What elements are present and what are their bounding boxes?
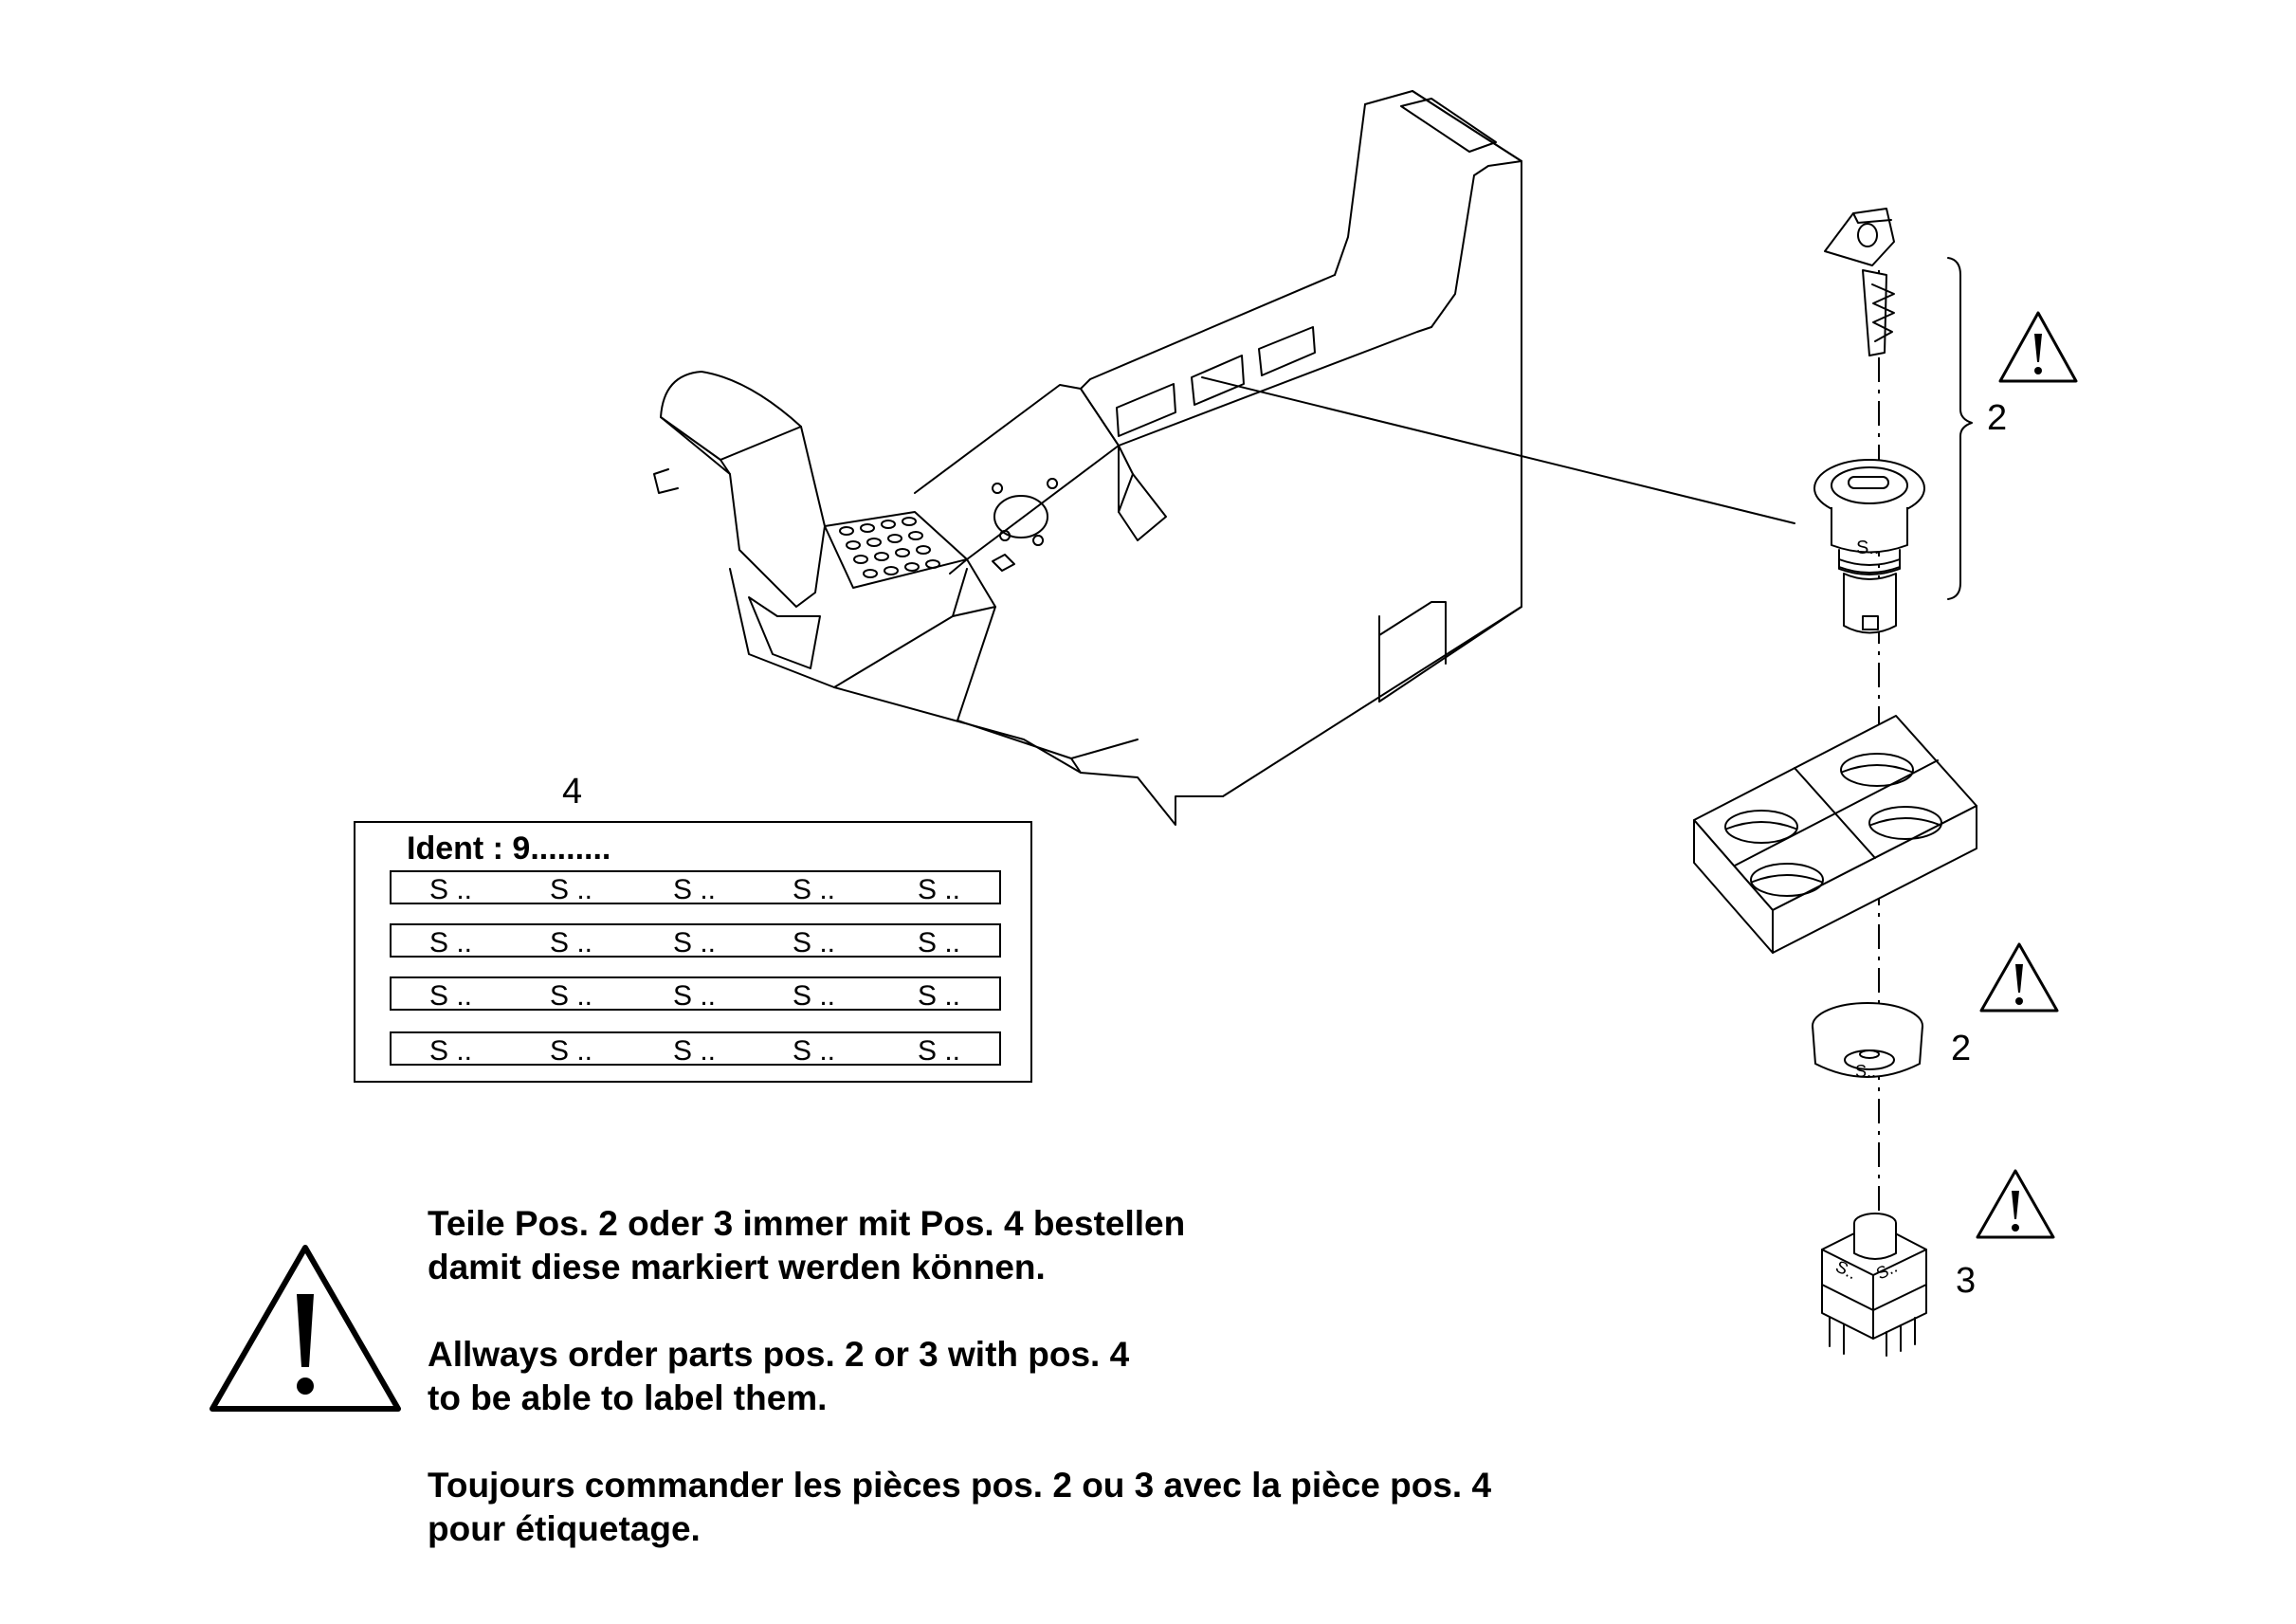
- callout-pos4: 4: [562, 772, 583, 812]
- push-switch: [1821, 1213, 1927, 1357]
- callout-pos3: 3: [1956, 1261, 1977, 1301]
- label-cell: S ..: [918, 927, 961, 958]
- lock-mark: S..: [1856, 538, 1879, 558]
- label-row: S .. S .. S .. S .. S ..: [390, 923, 1001, 958]
- label-row: S .. S .. S .. S .. S ..: [390, 870, 1001, 905]
- label-cell: S ..: [673, 1035, 717, 1067]
- label-cell: S ..: [673, 874, 717, 905]
- note-german: Teile Pos. 2 oder 3 immer mit Pos. 4 bes…: [428, 1202, 1755, 1289]
- key-icon: [1824, 208, 1895, 356]
- ordering-notes: Teile Pos. 2 oder 3 immer mit Pos. 4 bes…: [428, 1202, 1755, 1595]
- cap-mark: S..: [1855, 1062, 1876, 1081]
- label-cell: S ..: [429, 980, 473, 1012]
- perforation-holes: [839, 517, 940, 578]
- label-cell: S ..: [793, 927, 836, 958]
- pos2-bracket: [1947, 257, 1973, 600]
- label-cell: S ..: [673, 927, 717, 958]
- label-cell: S ..: [673, 980, 717, 1012]
- leader-line: [1201, 376, 1795, 524]
- note-line: Toujours commander les pièces pos. 2 ou …: [428, 1466, 1492, 1505]
- note-french: Toujours commander les pièces pos. 2 ou …: [428, 1464, 1755, 1551]
- callout-pos2-cap: 2: [1951, 1029, 1972, 1068]
- ident-number: Ident : 9.........: [407, 830, 611, 867]
- note-line: to be able to label them.: [428, 1378, 828, 1417]
- label-cell: S ..: [793, 980, 836, 1012]
- label-holder-plate: [1693, 715, 1977, 954]
- note-line: Teile Pos. 2 oder 3 immer mit Pos. 4 bes…: [428, 1204, 1186, 1243]
- operator-console: [653, 90, 1522, 826]
- label-sheet: Ident : 9......... S .. S .. S .. S .. S…: [354, 821, 1032, 1083]
- label-cell: S ..: [550, 927, 593, 958]
- note-english: Allways order parts pos. 2 or 3 with pos…: [428, 1333, 1755, 1420]
- label-cell: S ..: [918, 1035, 961, 1067]
- label-cell: S ..: [918, 980, 961, 1012]
- label-row: S .. S .. S .. S .. S ..: [390, 976, 1001, 1012]
- label-cell: S ..: [793, 1035, 836, 1067]
- label-row: S .. S .. S .. S .. S ..: [390, 1031, 1001, 1067]
- label-cell: S ..: [550, 874, 593, 905]
- note-line: Allways order parts pos. 2 or 3 with pos…: [428, 1335, 1130, 1374]
- warning-triangle-icon: [210, 1245, 401, 1412]
- callout-pos2-lock: 2: [1987, 398, 2008, 438]
- note-line: damit diese markiert werden können.: [428, 1248, 1046, 1286]
- note-line: pour étiquetage.: [428, 1509, 701, 1548]
- label-cell: S ..: [550, 1035, 593, 1067]
- label-cap: [1812, 1002, 1923, 1078]
- warning-triangle-icon: [1979, 942, 2059, 1013]
- warning-triangle-icon: [1998, 311, 2078, 383]
- label-cell: S ..: [550, 980, 593, 1012]
- lock-cylinder: [1813, 459, 1925, 634]
- label-cell: S ..: [429, 874, 473, 905]
- label-cell: S ..: [429, 1035, 473, 1067]
- label-cell: S ..: [429, 927, 473, 958]
- label-cell: S ..: [918, 874, 961, 905]
- warning-triangle-icon: [1976, 1169, 2055, 1239]
- label-cell: S ..: [793, 874, 836, 905]
